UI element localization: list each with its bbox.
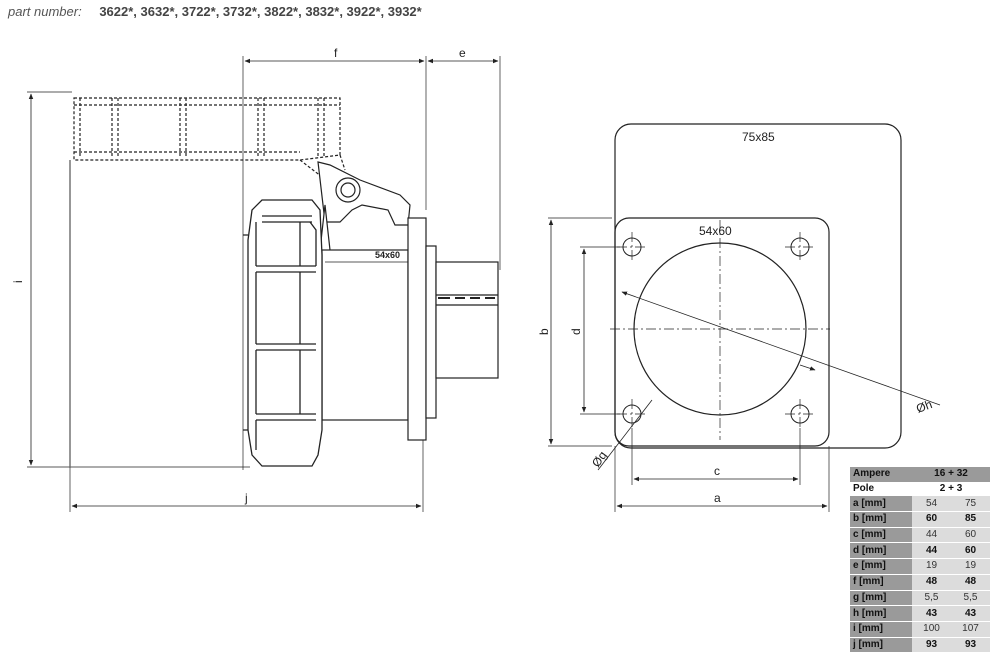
front-view [548,123,941,512]
row-value: 48 [951,574,990,591]
row-label: c [mm] [850,527,912,544]
row-label: b [mm] [850,511,912,528]
row-label: a [mm] [850,496,912,513]
row-label: f [mm] [850,574,912,591]
row-value: 19 [912,558,951,575]
dim-d-label: d [569,328,583,335]
row-value: 75 [951,496,990,513]
dim-a-label: a [714,491,721,505]
threaded-ring [243,199,323,467]
row-label: i [mm] [850,621,912,638]
part-number-label: part number: [8,4,82,19]
dim-f-label: f [334,46,338,60]
row-value: 60 [951,542,990,560]
row-value: 93 [912,637,951,653]
pole-label: Pole [850,481,912,497]
ampere-value: 16 + 32 [912,467,990,482]
row-label: g [mm] [850,590,912,607]
row-value: 93 [951,637,990,653]
side-view: 54x60 [27,56,501,512]
row-value: 5,5 [951,590,990,607]
dim-b-label: b [537,328,551,335]
dim-j-label: j [244,491,248,505]
outer-size-label: 75x85 [742,130,775,144]
row-value: 60 [951,527,990,544]
part-number-header: part number: 3622*, 3632*, 3722*, 3732*,… [8,4,422,19]
dim-e-label: e [459,46,466,60]
row-value: 44 [912,527,951,544]
cutout-label: 54x60 [375,250,400,260]
row-value: 60 [912,511,951,528]
part-number-list: 3622*, 3632*, 3722*, 3732*, 3822*, 3832*… [99,4,422,19]
cap-outline-dashed [73,97,346,181]
inner-size-label: 54x60 [699,224,732,238]
spec-pole-row: Pole 2 + 3 [850,481,990,497]
inner-flange [614,217,830,447]
row-value: 43 [912,605,951,622]
row-value: 43 [951,605,990,622]
row-value: 44 [912,542,951,560]
row-label: j [mm] [850,637,912,653]
socket-body [321,217,499,441]
row-value: 5,5 [912,590,951,607]
dim-g-label: Øg [589,449,610,470]
pole-value: 2 + 3 [912,481,990,497]
row-value: 107 [951,621,990,638]
row-value: 100 [912,621,951,638]
row-value: 54 [912,496,951,513]
row-label: d [mm] [850,542,912,560]
dim-h-label: Øh [914,397,934,416]
dim-c-label: c [714,464,720,478]
dim-i-label: i [11,280,25,283]
spec-header-row: Ampere 16 + 32 [850,467,990,482]
row-value: 48 [912,574,951,591]
row-label: h [mm] [850,605,912,622]
row-label: e [mm] [850,558,912,575]
row-value: 19 [951,558,990,575]
ampere-label: Ampere [850,467,912,482]
outer-plate [614,123,902,449]
row-value: 85 [951,511,990,528]
